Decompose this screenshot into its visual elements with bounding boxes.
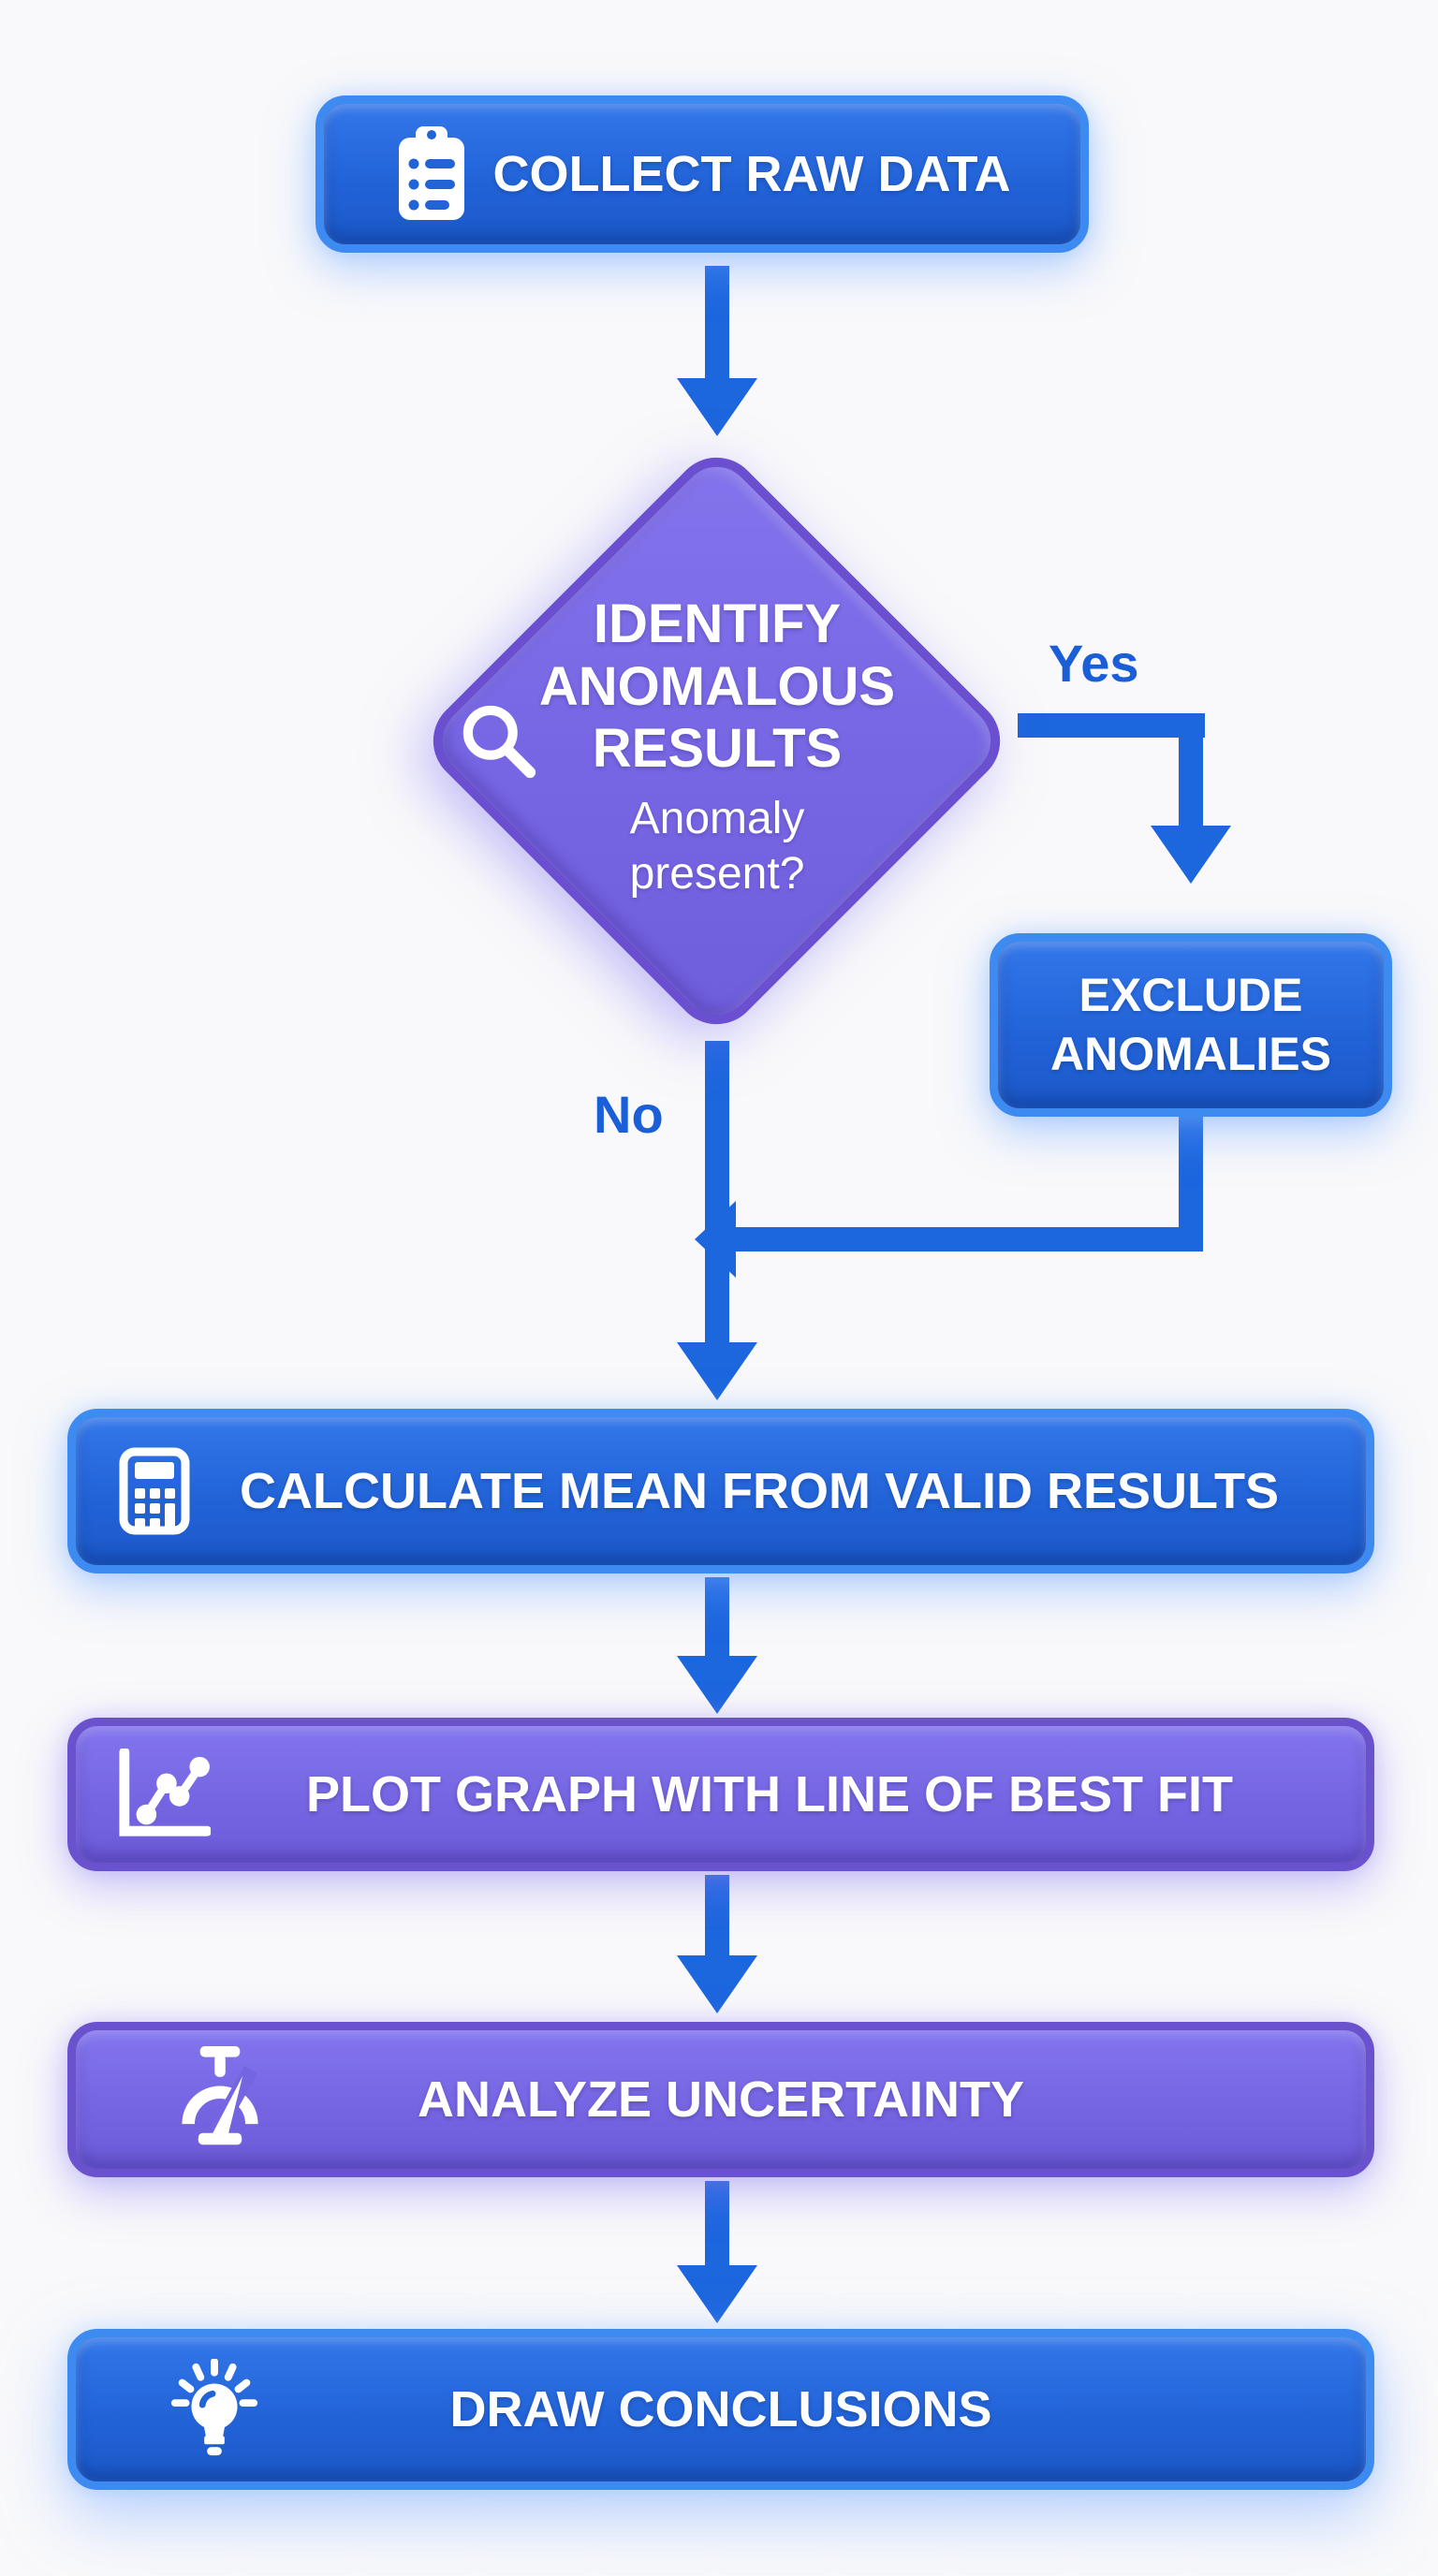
arrowhead-down-icon (677, 1342, 757, 1400)
search-icon (456, 698, 542, 784)
decision-question: Anomaly present? (629, 794, 805, 899)
connector-shaft (1179, 1117, 1203, 1229)
edge-label-yes: Yes (1049, 634, 1139, 693)
node-label: PLOT GRAPH WITH LINE OF BEST FIT (306, 1765, 1233, 1822)
connector-shaft (705, 2181, 729, 2267)
node-label: ANALYZE UNCERTAINTY (417, 2071, 1025, 2128)
gauge-icon (173, 2046, 267, 2153)
node-analyze-uncertainty: ANALYZE UNCERTAINTY (67, 2022, 1374, 2177)
connector-shaft (705, 1875, 729, 1957)
edge-label-no: No (594, 1085, 664, 1144)
arrowhead-down-icon (677, 378, 757, 436)
connector-shaft (728, 1227, 1203, 1251)
lightbulb-icon (168, 2359, 261, 2460)
arrowhead-down-icon (677, 1955, 757, 2013)
connector-shaft (1018, 713, 1205, 738)
node-plot-graph: PLOT GRAPH WITH LINE OF BEST FIT (67, 1718, 1374, 1871)
arrowhead-down-icon (677, 2265, 757, 2323)
node-label: COLLECT RAW DATA (492, 145, 1011, 202)
clipboard-icon (394, 126, 469, 222)
node-label: CALCULATE MEAN FROM VALID RESULTS (240, 1462, 1279, 1519)
node-label: DRAW CONCLUSIONS (449, 2380, 992, 2437)
node-calculate-mean: CALCULATE MEAN FROM VALID RESULTS (67, 1409, 1374, 1573)
arrowhead-down-icon (1151, 826, 1231, 884)
connector-shaft (705, 266, 729, 380)
line-chart-icon (115, 1749, 211, 1840)
calculator-icon (119, 1447, 190, 1535)
node-collect-raw-data: COLLECT RAW DATA (315, 95, 1089, 253)
connector-shaft (1179, 713, 1203, 827)
connector-shaft (705, 1577, 729, 1658)
connector-shaft (705, 1041, 729, 1344)
decision-title: IDENTIFY ANOMALOUS RESULTS (538, 593, 896, 780)
node-exclude-anomalies: EXCLUDE ANOMALIES (990, 933, 1392, 1117)
arrowhead-down-icon (677, 1656, 757, 1714)
node-draw-conclusions: DRAW CONCLUSIONS (67, 2329, 1374, 2490)
node-label: EXCLUDE ANOMALIES (1050, 969, 1331, 1080)
